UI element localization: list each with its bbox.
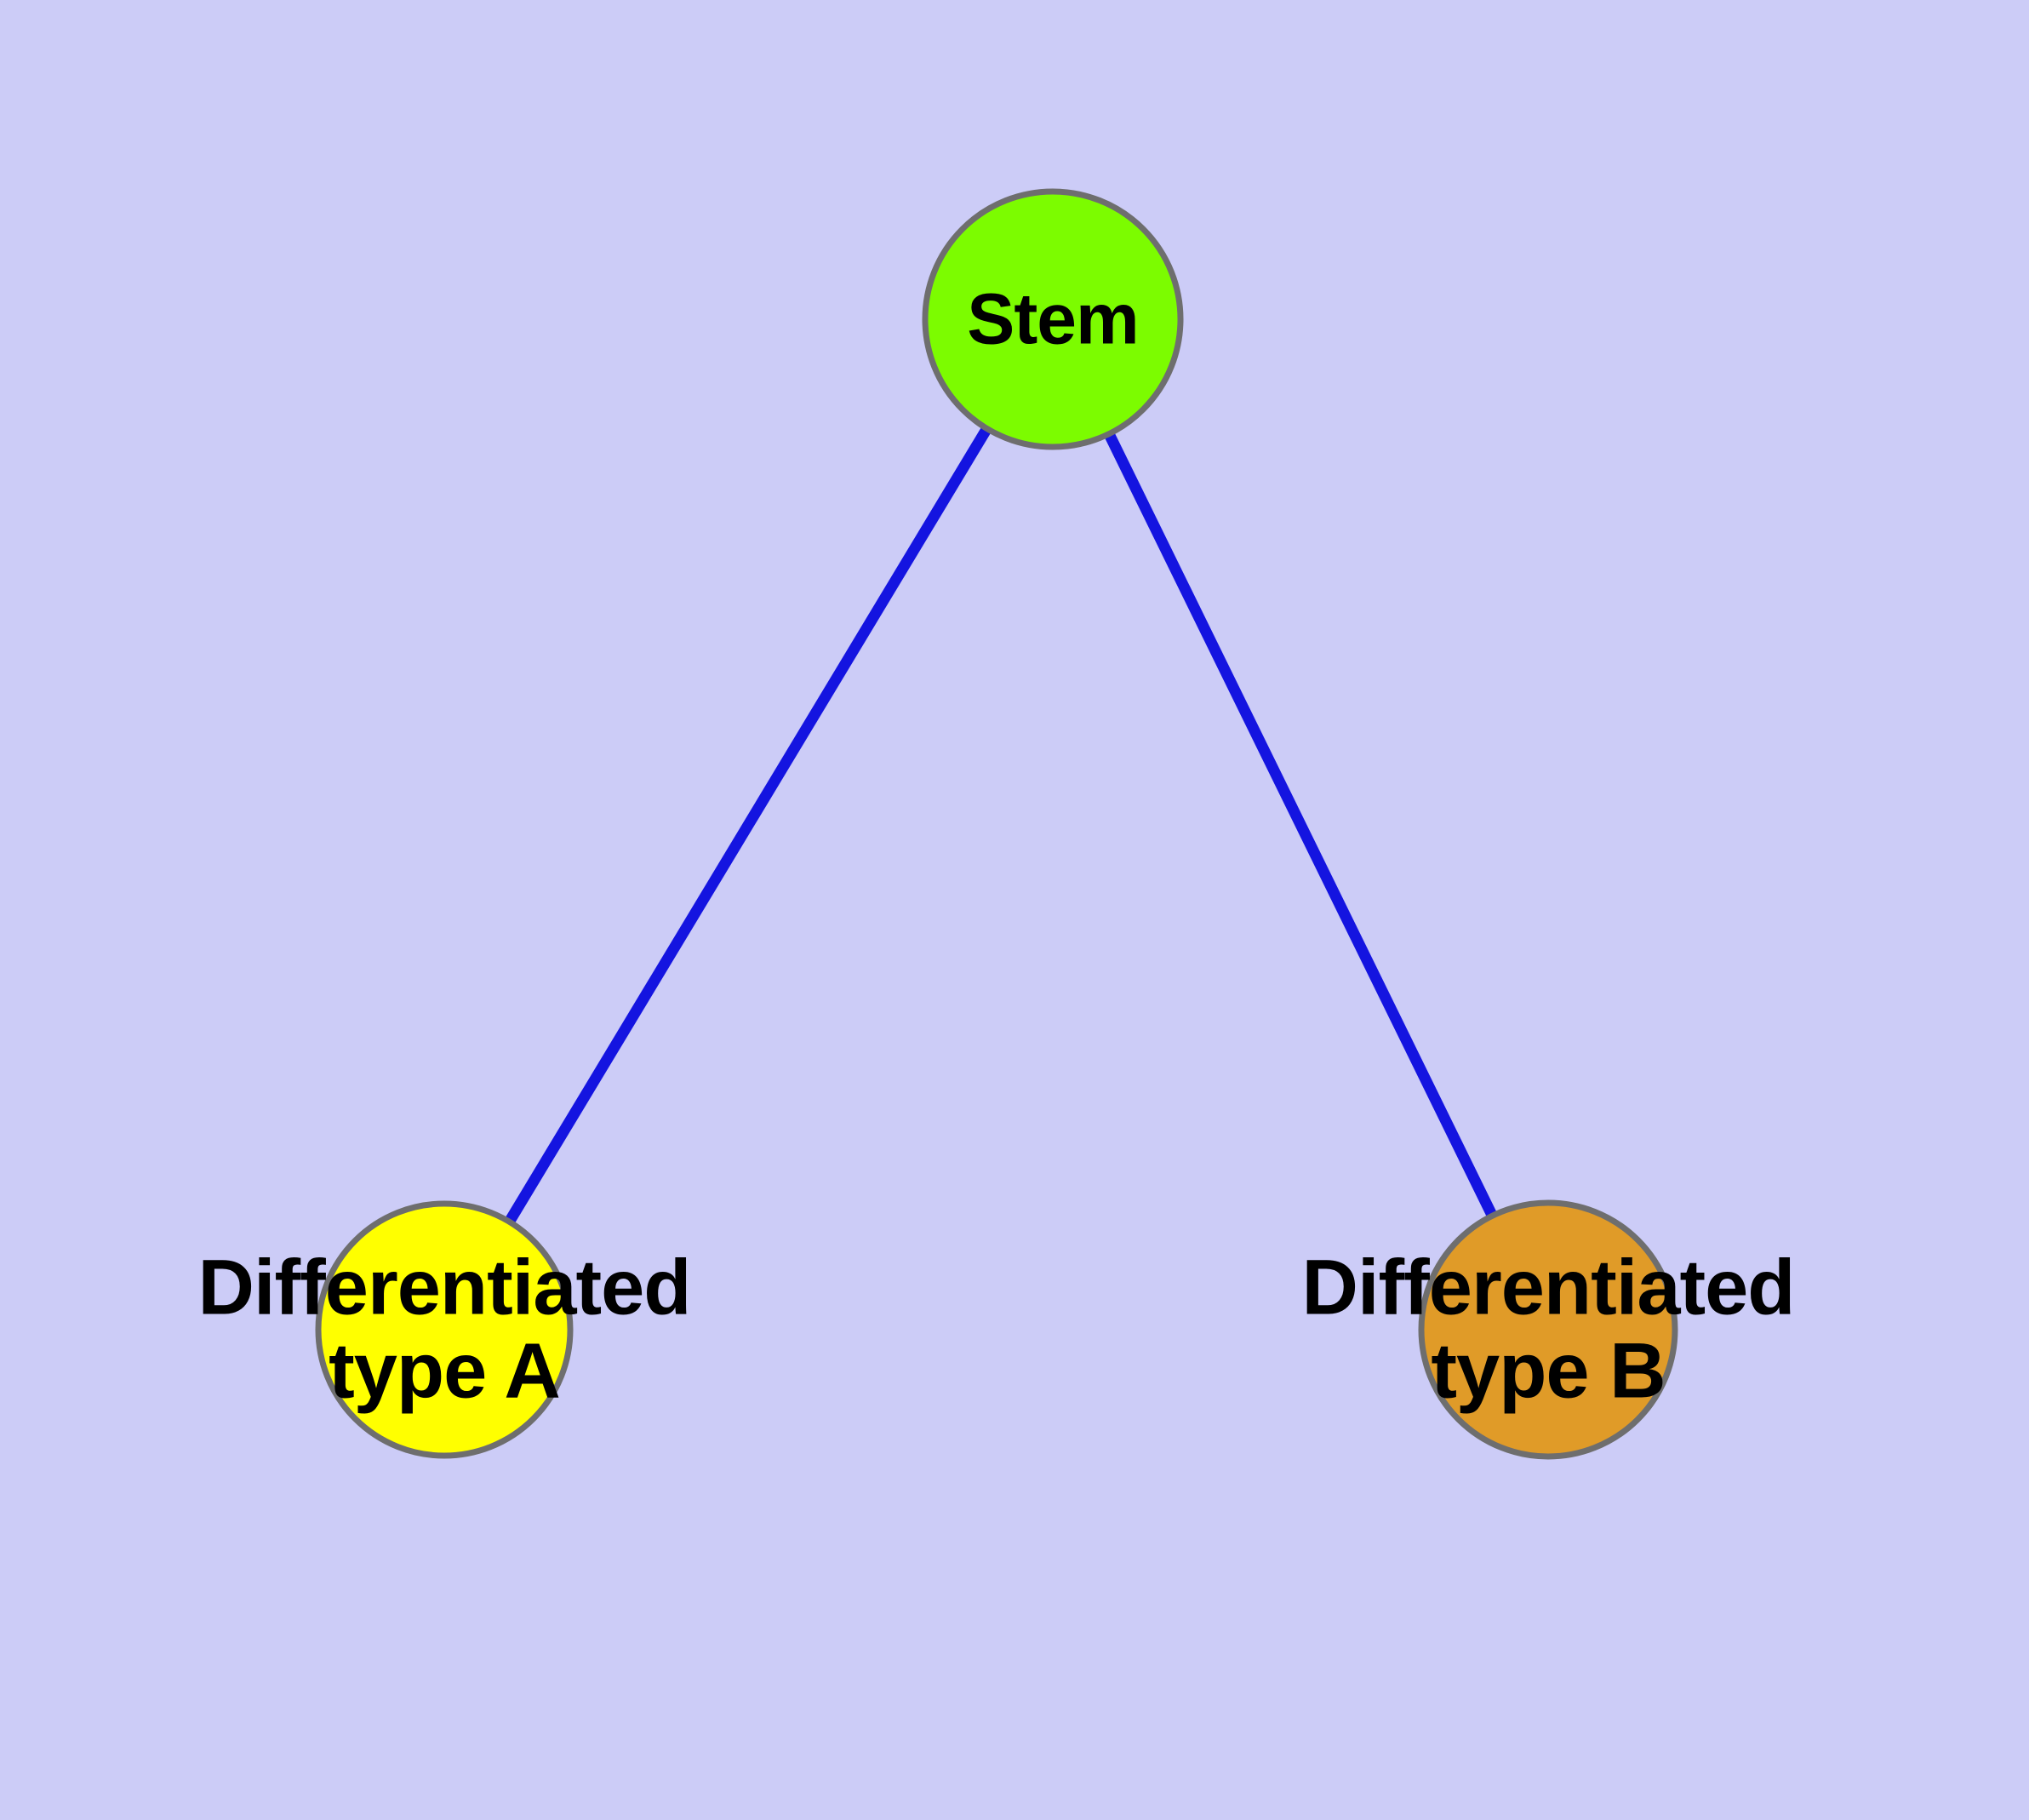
edge-stem-to-diff-a[interactable] <box>502 422 994 1228</box>
node-circle-diff-b[interactable] <box>1418 1199 1678 1460</box>
edge-stem-to-diff-b[interactable] <box>1102 428 1500 1222</box>
node-layer <box>315 188 1678 1460</box>
edge-layer <box>502 422 1500 1228</box>
node-circle-diff-a[interactable] <box>315 1200 574 1459</box>
node-circle-stem[interactable] <box>922 188 1184 450</box>
